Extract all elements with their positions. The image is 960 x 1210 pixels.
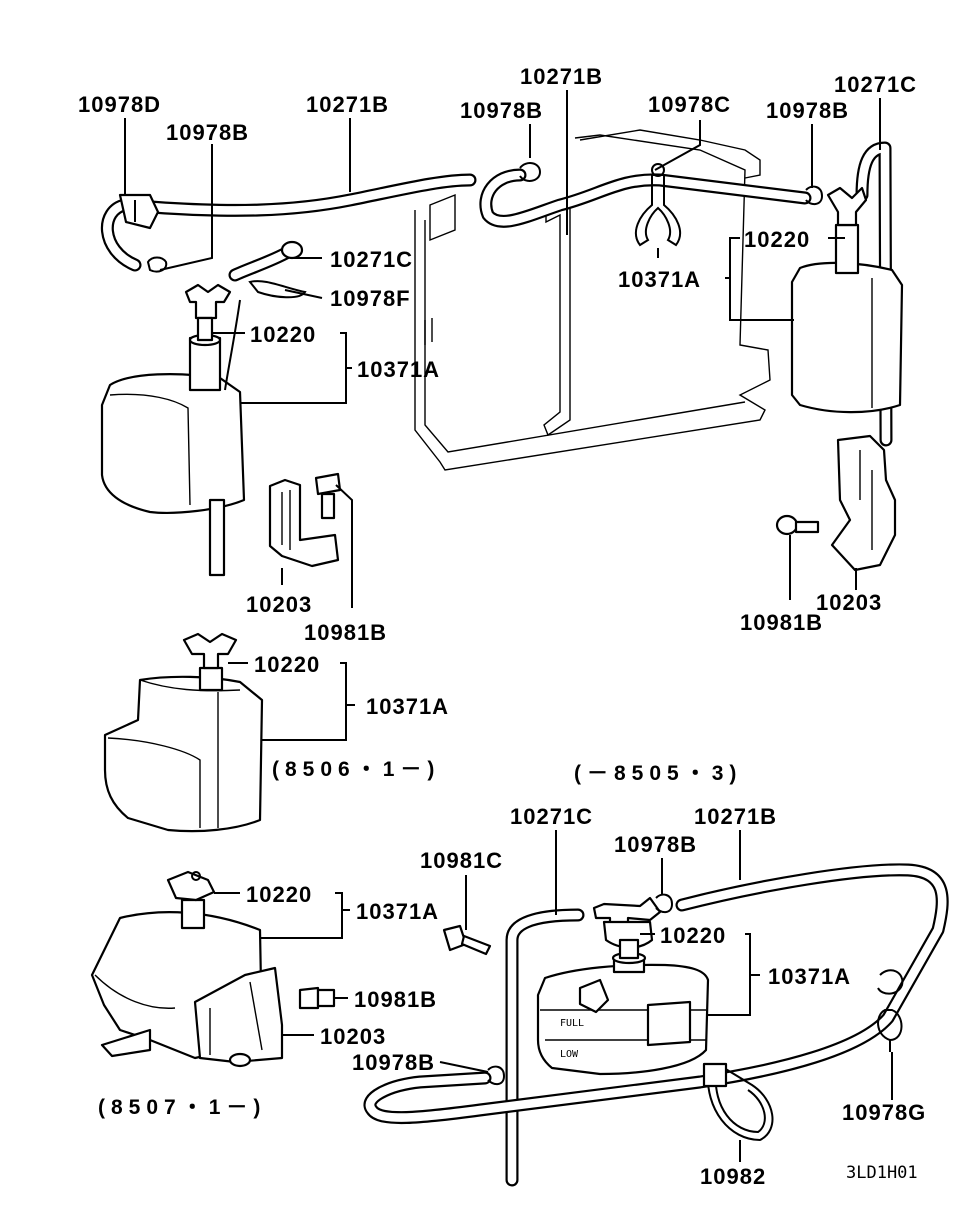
label-10220-top-right: 10220 xyxy=(744,227,810,252)
clip-10978b-bottom xyxy=(487,1065,506,1086)
label-10978g: 10978G xyxy=(842,1100,926,1125)
label-10978b-bottom-right-top: 10978B xyxy=(614,832,697,857)
label-10203-top-right: 10203 xyxy=(816,590,882,615)
bolt-top-right xyxy=(775,514,820,536)
label-10220-middle: 10220 xyxy=(254,652,320,677)
tee-fitting-bottom-right xyxy=(592,896,662,927)
label-10978b-top-right: 10978B xyxy=(766,98,849,123)
label-10271b-top-right: 10271B xyxy=(520,64,603,89)
bracket-top-left xyxy=(268,478,340,568)
hose-bottom-right-overflow xyxy=(363,863,949,1125)
label-10271c-bottom-right: 10271C xyxy=(510,804,593,829)
band-10982 xyxy=(702,1062,774,1142)
leader-lines xyxy=(124,90,893,1162)
note-8505-3: (－8505・3) xyxy=(574,762,742,785)
label-10371a-bottom-left: 10371A xyxy=(356,899,439,924)
label-10978b-bottom-center: 10978B xyxy=(352,1050,435,1075)
clip-10978b-topright-1 xyxy=(519,162,542,182)
bracket-top-right xyxy=(830,434,897,572)
label-10220-bottom-right: 10220 xyxy=(660,923,726,948)
label-10371a-middle: 10371A xyxy=(366,694,449,719)
bolt-bottom-left xyxy=(298,986,336,1010)
radiator-outline xyxy=(414,129,771,471)
label-10371a-bottom-right: 10371A xyxy=(768,964,851,989)
clip-10978b-bottom-right xyxy=(655,893,674,914)
label-10978b-top-left: 10978B xyxy=(166,120,249,145)
label-10981b-top-right: 10981B xyxy=(740,610,823,635)
label-10981c: 10981C xyxy=(420,848,503,873)
label-10203-top-left: 10203 xyxy=(246,592,312,617)
label-10271b-top-left: 10271B xyxy=(306,92,389,117)
hose-top-right-overflow xyxy=(855,141,893,447)
clip-10978d xyxy=(118,193,160,230)
clip-10978b-left xyxy=(146,256,168,273)
label-10981b-top-left: 10981B xyxy=(304,620,387,645)
bolt-top-left xyxy=(314,472,342,520)
label-10271c-top-right: 10271C xyxy=(834,72,917,97)
label-10371a-top-right: 10371A xyxy=(618,267,701,292)
bracket-bottom-left xyxy=(100,966,284,1068)
label-10978d: 10978D xyxy=(78,92,161,117)
tank-middle-left xyxy=(103,632,264,833)
label-10978c: 10978C xyxy=(648,92,731,117)
note-8507-1: (8507・1－) xyxy=(98,1096,266,1119)
label-10978f: 10978F xyxy=(330,286,411,311)
hose-bottom-right-filler xyxy=(505,908,585,1187)
tank-bottom-right: FULL LOW xyxy=(536,920,710,1076)
hose-top-left-overflow xyxy=(100,173,477,272)
tank-top-right xyxy=(790,186,904,414)
clip-10371a-hanger xyxy=(634,163,682,247)
tank-full-mark: FULL xyxy=(560,1018,584,1029)
tank-low-mark: LOW xyxy=(560,1049,579,1060)
label-10220-bottom-left: 10220 xyxy=(246,882,312,907)
label-10220-top-left: 10220 xyxy=(250,322,316,347)
label-10271c-top-left: 10271C xyxy=(330,247,413,272)
hose-top-right xyxy=(479,168,812,228)
label-10371a-top-left: 10371A xyxy=(357,357,440,382)
label-10981b-bottom-left: 10981B xyxy=(354,987,437,1012)
label-10978b-top-center: 10978B xyxy=(460,98,543,123)
label-10203-bottom-left: 10203 xyxy=(320,1024,386,1049)
clip-10978g xyxy=(877,969,904,1052)
bolt-10981c xyxy=(442,924,492,956)
note-8506-1: (8506・1－) xyxy=(272,758,440,781)
clip-10978f xyxy=(248,280,307,299)
label-10271b-bottom-right: 10271B xyxy=(694,804,777,829)
diagram-code: 3LD1H01 xyxy=(846,1163,918,1183)
tank-top-left xyxy=(100,283,246,577)
label-10982: 10982 xyxy=(700,1164,766,1189)
